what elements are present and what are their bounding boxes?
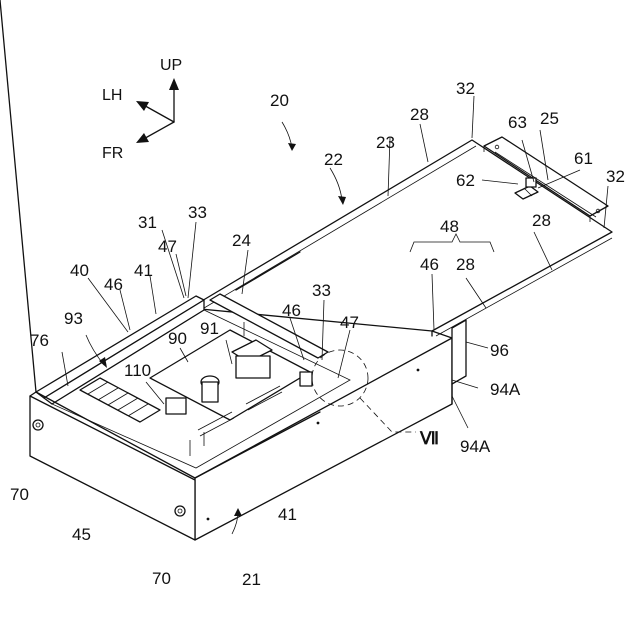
up-arrowhead <box>169 78 179 90</box>
ref-76: 76 <box>30 331 49 350</box>
ref-90: 90 <box>168 329 187 348</box>
ref-24: 24 <box>232 231 251 250</box>
ref-41-right: 41 <box>278 505 297 524</box>
ref-93: 93 <box>64 309 83 328</box>
ref-21: 21 <box>242 570 261 589</box>
ref-33-left: 33 <box>188 203 207 222</box>
axis-up-label: UP <box>160 57 182 74</box>
direction-indicator <box>136 78 179 143</box>
ref-23: 23 <box>376 133 395 152</box>
ref-45: 45 <box>72 525 91 544</box>
ref-63: 63 <box>508 113 527 132</box>
ref-91: 91 <box>200 319 219 338</box>
ref-46-group: 46 <box>420 255 439 274</box>
ref-20: 20 <box>270 91 289 110</box>
axis-lh-label: LH <box>102 87 122 104</box>
ref-32-top: 32 <box>456 79 475 98</box>
ref-28-right: 28 <box>532 211 551 230</box>
ref-32-right: 32 <box>606 167 625 186</box>
ref-22: 22 <box>324 150 343 169</box>
view-label: Ⅶ <box>419 429 439 448</box>
ref-28-group: 28 <box>456 255 475 274</box>
ref-33-right: 33 <box>312 281 331 300</box>
ref-70-right: 70 <box>152 569 171 588</box>
ref-70-left: 70 <box>10 485 29 504</box>
ref-94a-lower: 94A <box>460 437 491 456</box>
ref-96: 96 <box>490 341 509 360</box>
ref-62: 62 <box>456 171 475 190</box>
ref-94a-upper: 94A <box>490 380 521 399</box>
ref-31: 31 <box>138 213 157 232</box>
ref-41-left: 41 <box>134 261 153 280</box>
ref-48: 48 <box>440 217 459 236</box>
ref-28-top: 28 <box>410 105 429 124</box>
ref-40: 40 <box>70 261 89 280</box>
ref-46-center: 46 <box>282 301 301 320</box>
ref-61: 61 <box>574 149 593 168</box>
axis-fr-label: FR <box>102 145 123 162</box>
ref-47-right: 47 <box>340 313 359 332</box>
ref-46-left: 46 <box>104 275 123 294</box>
top-plate <box>190 137 612 336</box>
lh-arrowhead <box>136 101 149 111</box>
ref-47-left: 47 <box>158 237 177 256</box>
ref-25: 25 <box>540 109 559 128</box>
ref-110: 110 <box>124 361 151 380</box>
fr-arrowhead <box>136 133 149 143</box>
